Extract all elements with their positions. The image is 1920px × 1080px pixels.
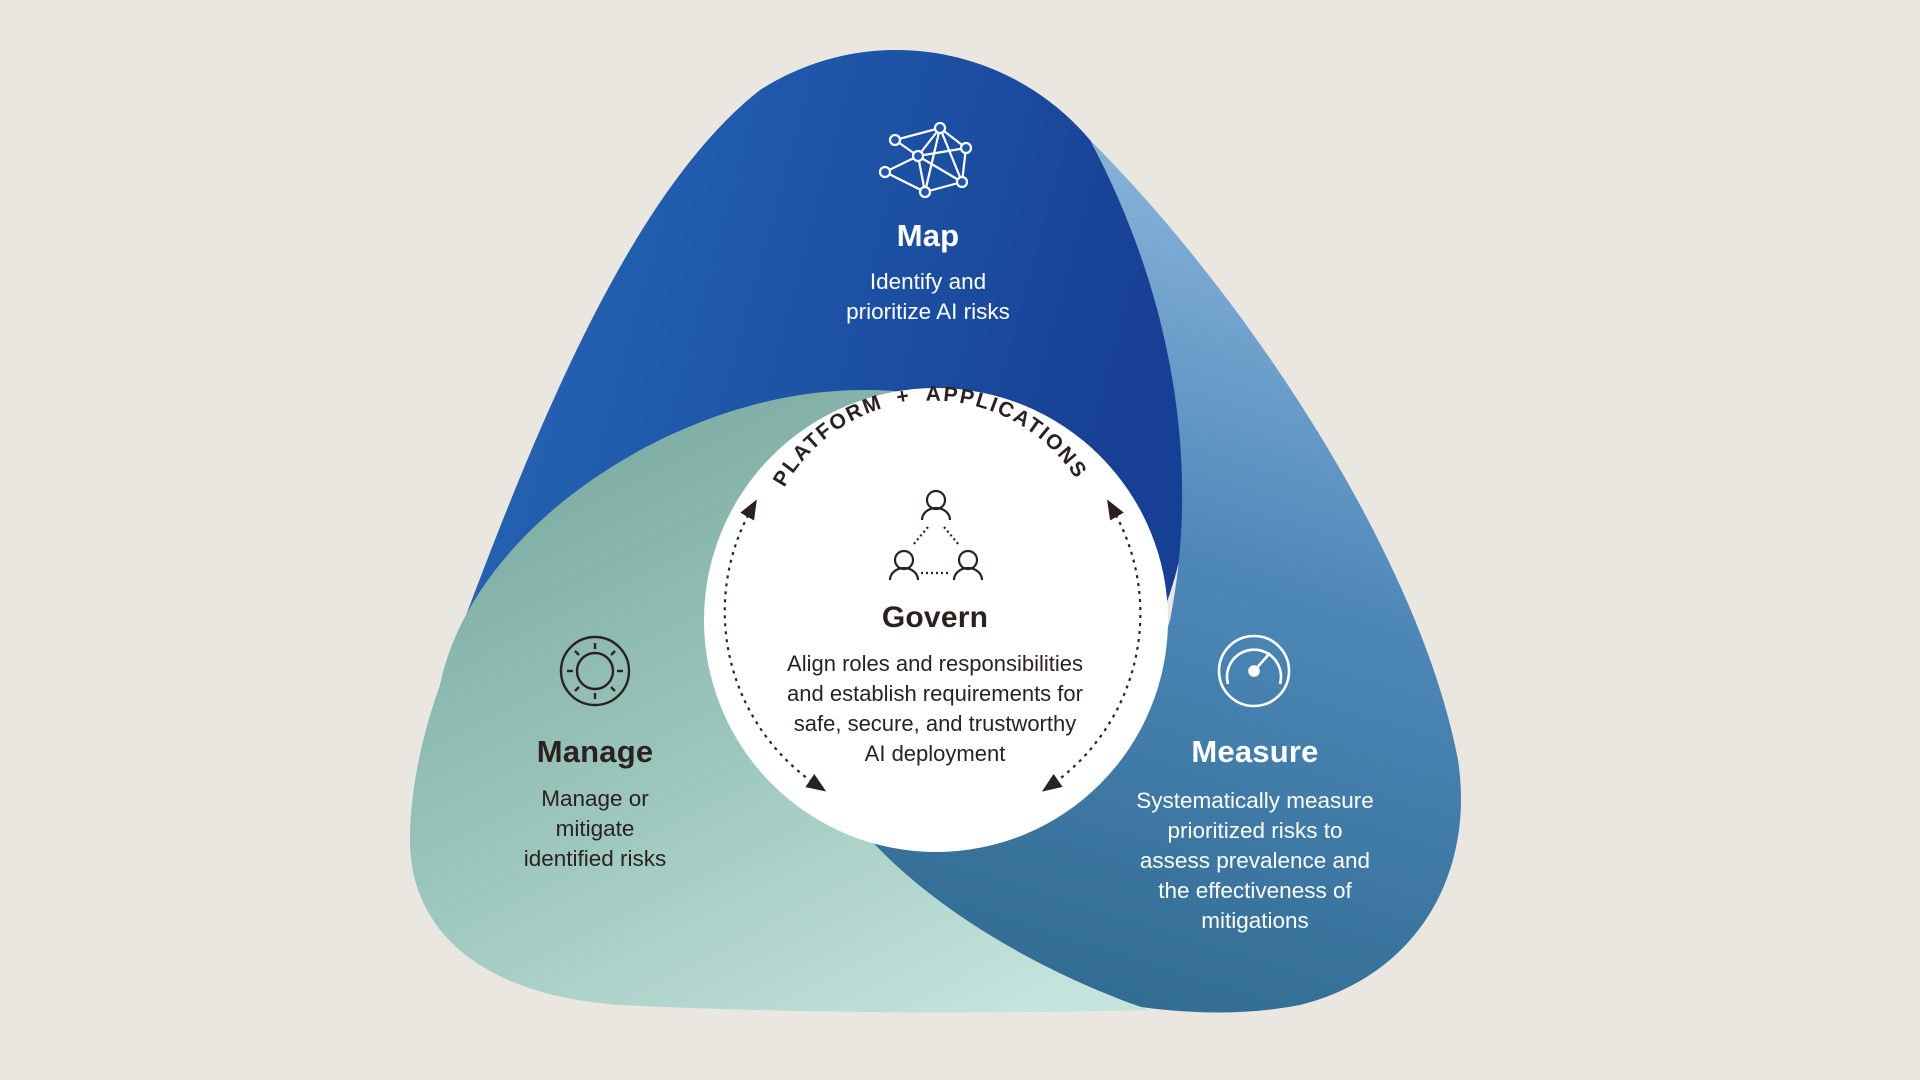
govern-description: Align roles and responsibilities and est… [745,649,1125,769]
measure-desc-line: mitigations [1201,908,1309,933]
measure-title: Measure [1191,734,1319,769]
govern-title: Govern [881,601,989,634]
gauge-icon [1217,634,1291,708]
measure-description: Systematically measure prioritized risks… [1110,786,1400,936]
map-desc-line: prioritize AI risks [846,299,1010,324]
manage-desc-line: mitigate [555,816,635,841]
govern-desc-line: AI deployment [864,741,1006,766]
measure-segment [760,140,1462,1013]
manage-title: Manage [536,734,654,769]
map-description: Identify and prioritize AI risks [778,267,1078,327]
manage-desc-line: identified risks [523,846,667,871]
govern-desc-line: Align roles and responsibilities [787,651,1083,676]
map-title: Map [896,218,960,253]
network-graph-icon [878,121,973,199]
measure-desc-line: prioritized risks to [1167,818,1343,843]
gear-icon [559,635,631,707]
govern-desc-line: and establish requirements for [787,681,1083,706]
measure-desc-line: assess prevalence and [1139,848,1371,873]
measure-desc-line: the effectiveness of [1158,878,1352,903]
measure-desc-line: Systematically measure [1136,788,1374,813]
govern-desc-line: safe, secure, and trustworthy [793,711,1077,736]
manage-desc-line: Manage or [541,786,649,811]
people-triangle-icon [888,489,984,581]
map-desc-line: Identify and [869,269,987,294]
manage-description: Manage or mitigate identified risks [480,784,710,874]
